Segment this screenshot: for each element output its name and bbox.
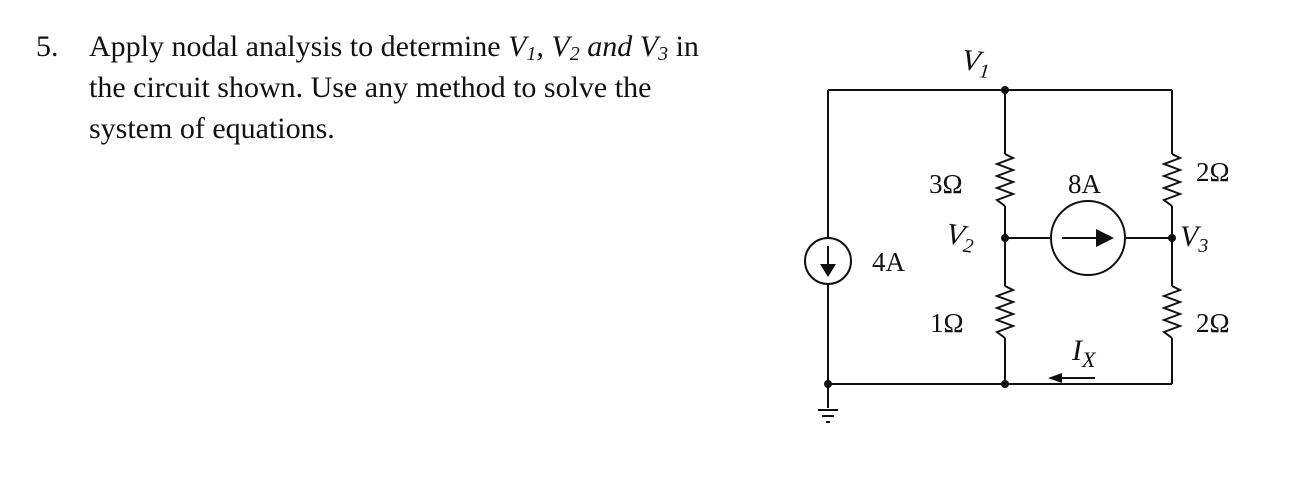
problem-line: the circuit shown. Use any method to sol… [89, 67, 779, 108]
node-dot-bottom [1001, 380, 1009, 388]
current-source-4a [804, 237, 852, 285]
label-ix: IX [1071, 334, 1097, 372]
text-run: system of equations. [89, 112, 335, 145]
node-dot-v1 [1001, 86, 1009, 94]
text-run: , [536, 30, 552, 63]
resistor-2ohm-top [1161, 153, 1183, 207]
subscript: 1 [526, 43, 537, 65]
node-dot-v2 [1001, 234, 1009, 242]
problem-text: Apply nodal analysis to determine V1, V2… [89, 26, 779, 149]
subscript: 2 [569, 43, 580, 65]
text-run: Apply nodal analysis to determine [89, 30, 509, 63]
arrow-down-icon [820, 264, 836, 277]
node-dot-ground [824, 380, 832, 388]
current-source-8a [1050, 200, 1126, 276]
text-run: V [639, 30, 659, 63]
text-run: V [551, 30, 570, 63]
resistor-3ohm [994, 153, 1016, 207]
text-run: and [579, 30, 640, 63]
problem-number: 5. [36, 30, 59, 63]
subscript: 3 [658, 43, 669, 65]
label-8a: 8A [1068, 169, 1102, 199]
resistor-1ohm [994, 285, 1016, 339]
label-2ohm-bottom: 2Ω [1196, 308, 1230, 338]
text-run: the circuit shown. Use any method to sol… [89, 71, 652, 104]
arrow-right-icon [1096, 229, 1114, 247]
label-3ohm: 3Ω [929, 169, 963, 199]
text-run: V [508, 30, 527, 63]
label-4a: 4A [872, 247, 906, 277]
label-1ohm: 1Ω [930, 308, 964, 338]
text-run: in [668, 30, 699, 63]
arrow-left-icon [1048, 373, 1062, 383]
problem-line: system of equations. [89, 108, 779, 149]
label-v2: V2 [944, 217, 977, 258]
label-2ohm-top: 2Ω [1196, 157, 1230, 187]
label-v1: V1 [960, 43, 992, 83]
node-dot-v3 [1168, 234, 1176, 242]
resistor-2ohm-bottom [1161, 285, 1183, 339]
problem-line: Apply nodal analysis to determine V1, V2… [89, 26, 779, 67]
label-v3: V3 [1180, 220, 1208, 257]
